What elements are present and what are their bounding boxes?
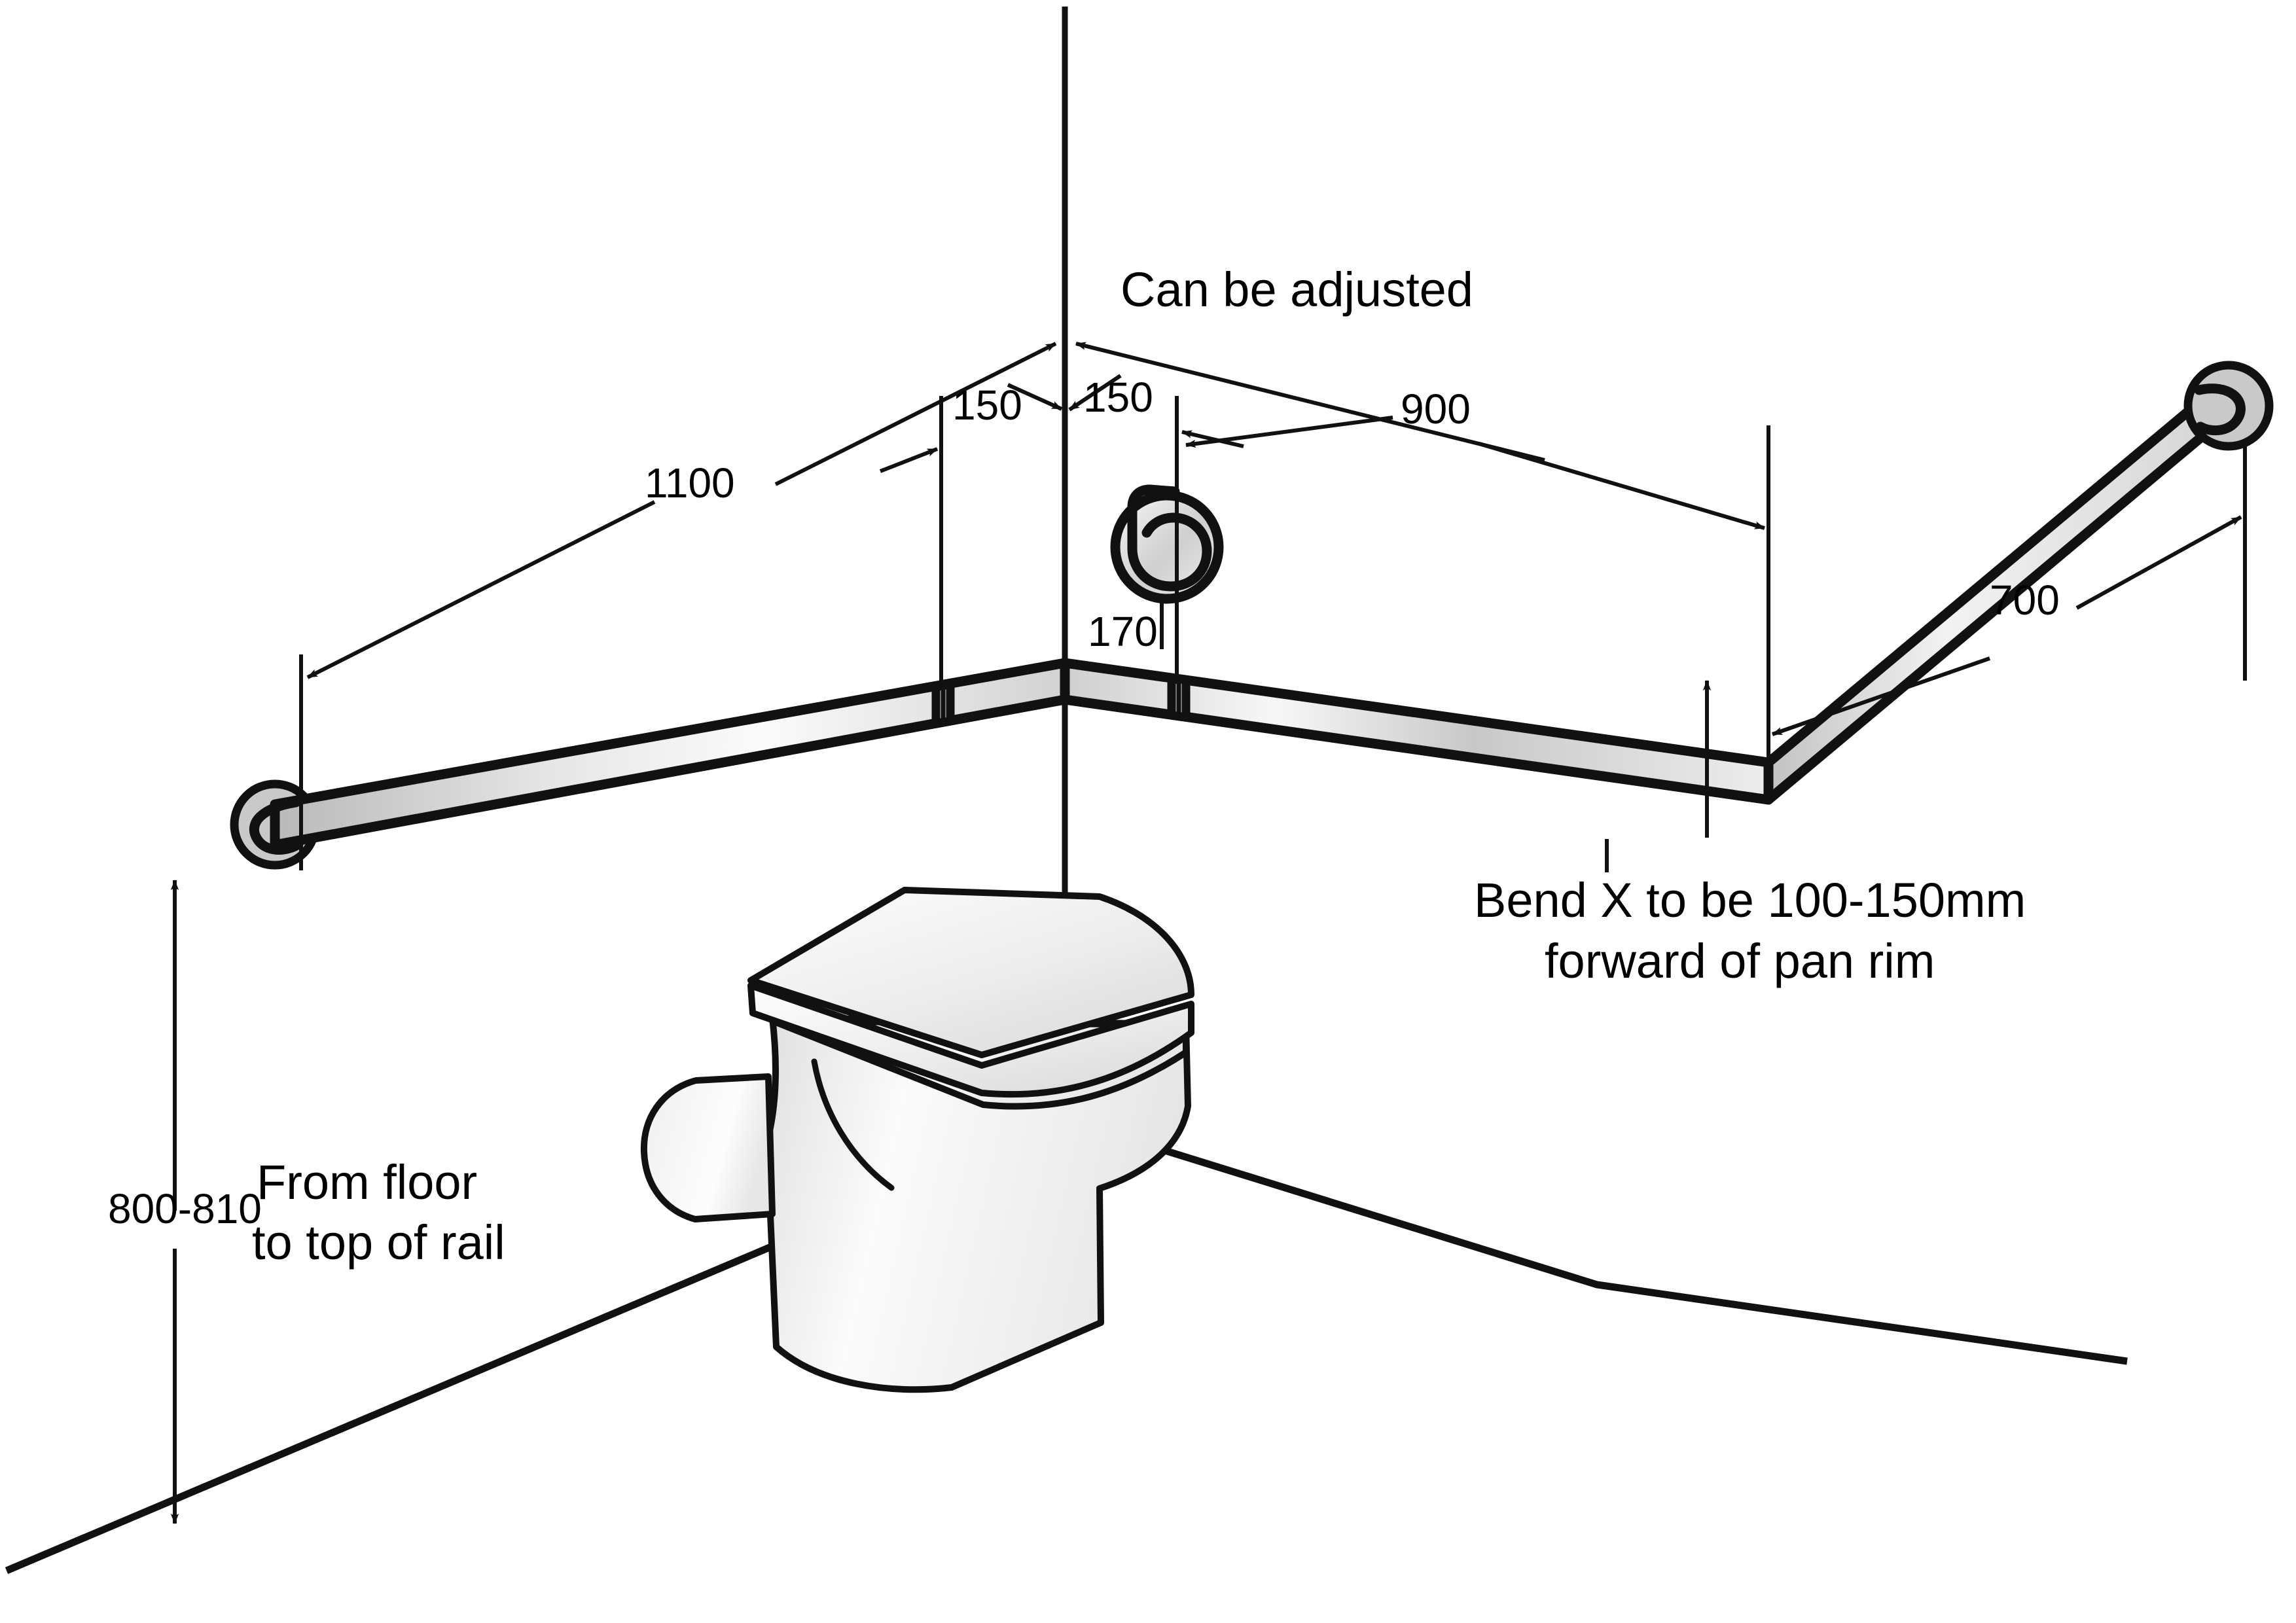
dim-arrow-150-left-inner bbox=[1007, 383, 1063, 411]
wall-flange-right bbox=[2183, 361, 2274, 451]
dim-800-810-label: 800-810 bbox=[108, 1185, 262, 1232]
floor-line-left bbox=[5, 1221, 827, 1575]
dim-150-right-label: 150 bbox=[1083, 374, 1153, 421]
dim-leader-700-left bbox=[1772, 656, 1990, 736]
note-bend-x-line1: Bend X to be 100-150mm bbox=[1474, 873, 2026, 927]
dim-leader-adjust-right bbox=[1075, 342, 1545, 462]
adjustment-collar-left bbox=[931, 680, 955, 728]
note-rail-height-line2: to top of rail bbox=[252, 1215, 505, 1270]
grab-rail bbox=[230, 361, 2274, 870]
dim-arrow-150-right-outer bbox=[1181, 430, 1244, 448]
note-rail-height-line1: From floor bbox=[257, 1155, 478, 1209]
toilet-seat bbox=[747, 982, 1194, 1098]
rail-end-left bbox=[249, 797, 304, 855]
dim-leader-1100-left bbox=[306, 500, 656, 679]
pan-body bbox=[764, 1014, 1191, 1393]
pan-side-inlet bbox=[640, 1073, 776, 1222]
pan-inner-contour bbox=[811, 1058, 895, 1191]
dim-700-label: 700 bbox=[1990, 577, 2060, 624]
adjustment-collar-right bbox=[1167, 673, 1191, 722]
hook-body bbox=[1110, 484, 1224, 604]
dim-900-label: 900 bbox=[1401, 385, 1471, 433]
floor-line-right bbox=[1119, 1133, 2128, 1365]
note-can-be-adjusted: Can be adjusted bbox=[1121, 262, 1473, 317]
dim-arrow-150-right-inner bbox=[1068, 374, 1122, 412]
dim-1100-label: 1100 bbox=[645, 459, 735, 507]
dim-leader-1100-right bbox=[774, 342, 1057, 486]
dim-arrow-150-left-outer bbox=[879, 447, 939, 473]
rail-end-right bbox=[2194, 383, 2246, 436]
toilet-pan bbox=[640, 887, 1194, 1393]
toilet-lid-top-edge bbox=[749, 977, 1193, 1058]
dimension-lines bbox=[170, 342, 2247, 1524]
backrest-hook bbox=[1110, 484, 1224, 604]
dim-leader-900-left bbox=[1185, 416, 1393, 448]
dim-150-left-label: 150 bbox=[952, 382, 1022, 429]
dim-leader-700-right bbox=[2075, 515, 2242, 610]
dim-170-label: 170 bbox=[1088, 608, 1158, 655]
note-bend-x-line2: forward of pan rim bbox=[1545, 934, 1935, 988]
dim-leader-900-right bbox=[1479, 442, 1765, 530]
